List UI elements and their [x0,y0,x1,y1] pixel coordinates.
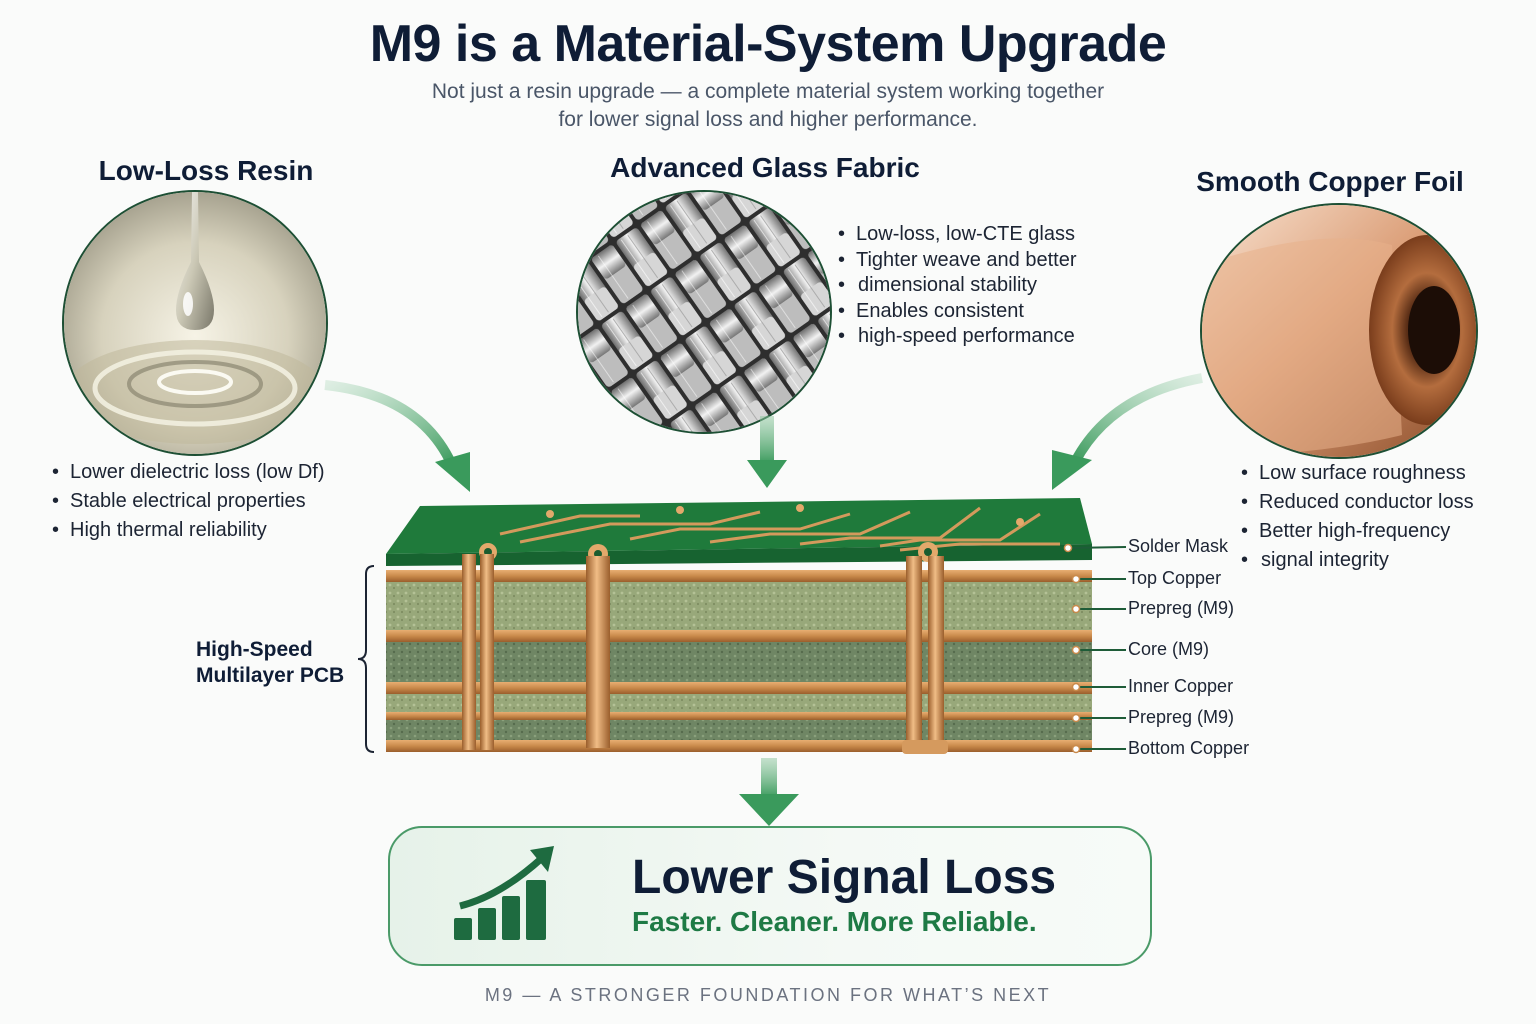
layer-label-prepreg-lower: Prepreg (M9) [1128,707,1235,727]
layer-leader-lines [1063,543,1127,754]
growth-chart-icon [454,846,554,940]
copper-foil-image [1200,203,1478,459]
copper-bullets: Low surface roughness Reduced conductor … [1241,459,1474,575]
arrow-from-copper [1052,373,1203,490]
copper-traces [499,506,1060,552]
subtitle-line-1: Not just a resin upgrade — a complete ma… [431,80,1105,103]
layer-label-top-copper: Top Copper [1128,568,1222,588]
glass-fabric-image [576,190,832,434]
result-title: Lower Signal Loss [632,851,1057,904]
copper-roll-icon [1202,205,1476,457]
result-subtitle: Faster. Cleaner. More Reliable. [632,906,1037,937]
arrow-from-resin [324,380,470,492]
resin-drop-icon [64,192,326,454]
weave-icon [578,192,830,432]
list-item-continued: dimensional stability [838,273,1077,299]
list-item-continued: signal integrity [1241,546,1474,575]
pcb-stack [386,498,1092,754]
pcb-side-label-line-1: High-Speed [196,638,313,661]
pcb-bracket [357,565,375,753]
glass-title: Advanced Glass Fabric [610,152,920,183]
glass-bullets: Low-loss, low-CTE glass Tighter weave an… [838,222,1077,350]
layer-label-inner-copper: Inner Copper [1128,676,1234,696]
list-item: Low-loss, low-CTE glass [838,222,1077,248]
list-item: Tighter weave and better [838,248,1077,274]
resin-title: Low-Loss Resin [98,155,314,186]
list-item: Reduced conductor loss [1241,488,1474,517]
list-item: High thermal reliability [52,516,325,545]
copper-title: Smooth Copper Foil [1196,166,1464,197]
core-layer [386,642,1092,682]
list-item: Better high-frequency [1241,517,1474,546]
pcb-side-label: High-Speed Multilayer PCB [196,637,344,689]
layer-label-prepreg: Prepreg (M9) [1128,598,1235,618]
arrow-to-result [739,758,799,826]
layer-label-core: Core (M9) [1128,639,1210,659]
pcb-side-label-line-2: Multilayer PCB [196,664,345,687]
via-barrels [462,554,948,754]
resin-image [62,190,328,456]
subtitle-line-2: for lower signal loss and higher perform… [558,108,978,131]
list-item: Lower dielectric loss (low Df) [52,458,325,487]
list-item: Stable electrical properties [52,487,325,516]
footer-tagline: M9 — A STRONGER FOUNDATION FOR WHAT’S NE… [484,985,1052,1005]
list-item: Enables consistent [838,299,1077,325]
layer-label-bottom-copper: Bottom Copper [1128,738,1250,758]
prepreg-layer [386,582,1092,630]
arrow-from-glass [747,416,787,488]
page-subtitle: Not just a resin upgrade — a complete ma… [268,78,1268,134]
layer-label-solder-mask: Solder Mask [1128,536,1229,556]
list-item: Low surface roughness [1241,459,1474,488]
list-item-continued: high-speed performance [838,324,1077,350]
page-title: M9 is a Material-System Upgrade [369,15,1167,73]
resin-bullets: Lower dielectric loss (low Df) Stable el… [52,458,325,545]
